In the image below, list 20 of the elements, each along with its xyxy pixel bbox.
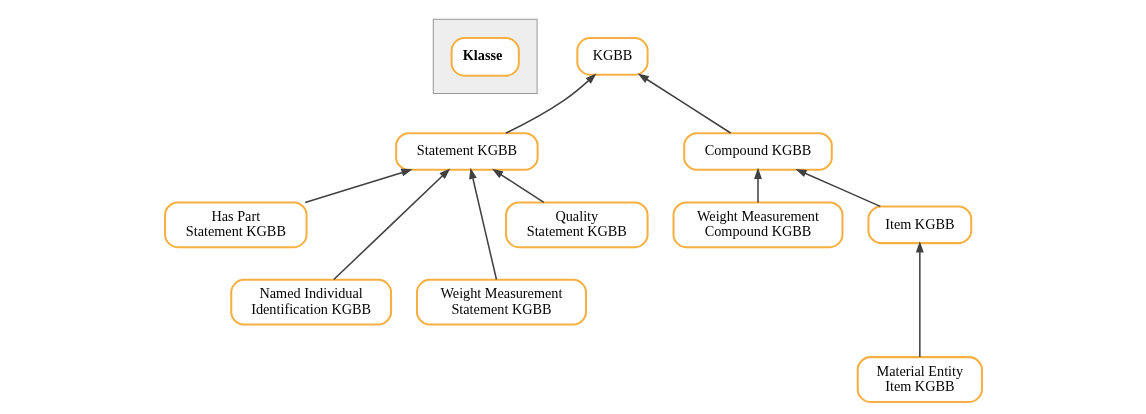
arrow [332,168,450,281]
arrow [504,73,596,134]
arrow [637,73,731,134]
node-box: Quality Statement KGBB [504,201,649,249]
arrow [303,168,413,204]
node-box: Statement KGBB [394,132,539,171]
node-box: Has Part Statement KGBB [163,201,308,249]
arrow [794,169,881,208]
arrow [753,167,762,204]
node-box: Compound KGBB [682,132,833,171]
node-box: Named Individual Identification KGBB [229,278,392,326]
legend-label: Klasse [462,46,502,63]
node-box: Weight Measurement Compound KGBB [672,201,843,249]
arrow [491,168,545,204]
node-box: Material Entity Item KGBB [856,356,983,403]
arrow [915,241,924,358]
node-box: Item KGBB [866,205,972,245]
arrow [468,167,497,281]
node-box: Weight Measurement Statement KGBB [415,278,587,326]
node-box: KGBB [575,37,649,76]
